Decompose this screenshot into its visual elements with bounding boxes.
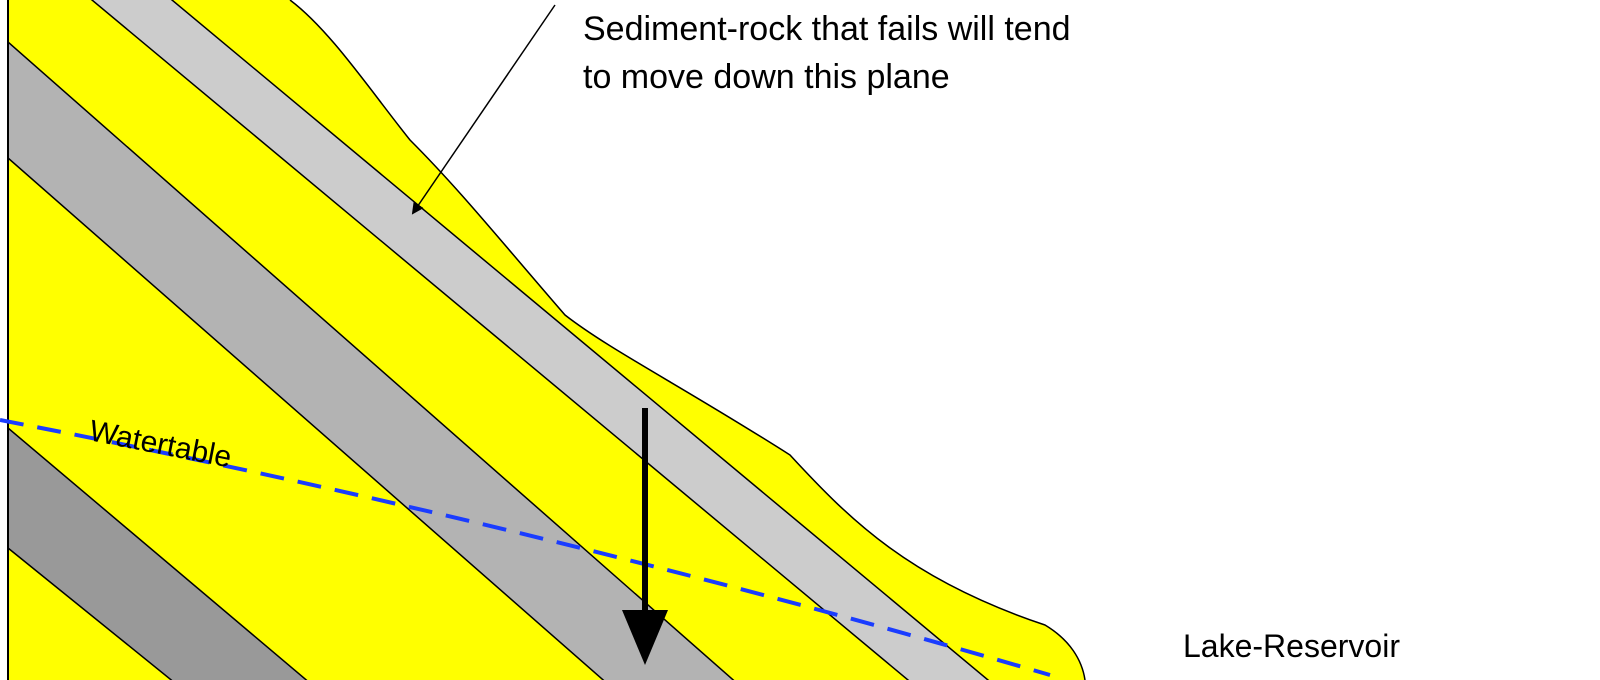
lake-reservoir-label: Lake-Reservoir xyxy=(1183,628,1400,664)
callout-text-line-1: Sediment-rock that fails will tend xyxy=(583,10,1071,48)
callout-text-line-2: to move down this plane xyxy=(583,58,950,96)
slope-surface-outline xyxy=(289,0,1086,680)
bed-mid-gray xyxy=(8,40,758,680)
gravity-arrow xyxy=(622,408,668,665)
callout-pointer-line xyxy=(411,4,556,215)
gravity-arrowhead xyxy=(622,610,668,665)
bed-dark-gray xyxy=(8,426,333,680)
watertable-line xyxy=(0,418,1051,677)
rock-beds xyxy=(8,0,1015,680)
